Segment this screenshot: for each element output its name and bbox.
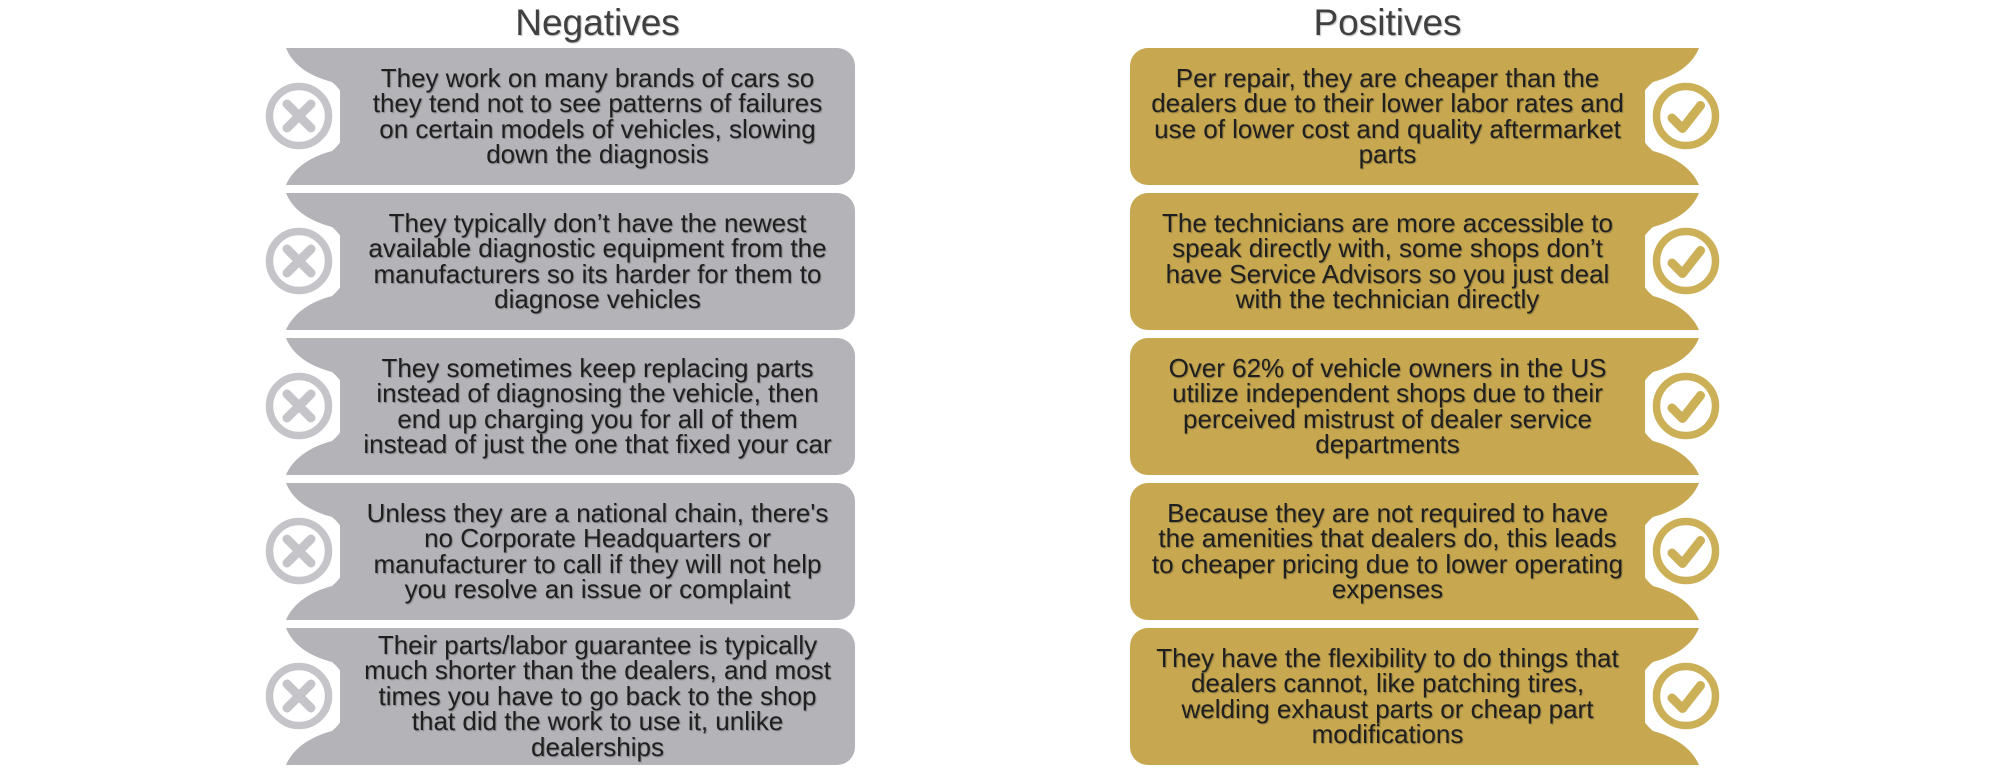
negative-item-4: Unless they are a national chain, there'… [265,483,855,620]
cross-icon [265,227,333,295]
positive-item-1: Per repair, they are cheaper than the de… [1130,48,1720,185]
negatives-title: Negatives [515,2,680,43]
check-icon [1652,517,1720,585]
negative-text: They work on many brands of cars so they… [340,48,855,185]
bubble-tail-shape [286,338,345,475]
check-icon [1652,372,1720,440]
negative-item-3: They sometimes keep replacing parts inst… [265,338,855,475]
positive-item-2: The technicians are more accessible to s… [1130,193,1720,330]
bubble-tail-shape [1640,193,1699,330]
positive-item-4: Because they are not required to have th… [1130,483,1720,620]
bubble-tail-shape [1640,628,1699,765]
positive-text: They have the flexibility to do things t… [1130,628,1645,765]
negative-text: Unless they are a national chain, there'… [340,483,855,620]
check-icon [1652,662,1720,730]
cross-icon [265,662,333,730]
cross-icon [265,82,333,150]
positives-column: Positives Per repair, they are cheaper t… [1130,0,1720,768]
bubble-tail-shape [1640,338,1699,475]
positive-text: Per repair, they are cheaper than the de… [1130,48,1645,185]
check-icon [1652,82,1720,150]
bubble-tail-shape [1640,483,1699,620]
negatives-column: Negatives They work on many brands of ca… [265,0,855,768]
bubble-tail-shape [286,483,345,620]
positive-text: Because they are not required to have th… [1130,483,1645,620]
positives-title: Positives [1313,2,1462,43]
positive-item-3: Over 62% of vehicle owners in the US uti… [1130,338,1720,475]
positive-text: The technicians are more accessible to s… [1130,193,1645,330]
bubble-tail-shape [286,628,345,765]
positive-item-5: They have the flexibility to do things t… [1130,628,1720,765]
bubble-tail-shape [1640,48,1699,185]
cross-icon [265,517,333,585]
bubble-tail-shape [286,48,345,185]
negative-item-2: They typically don’t have the newest ava… [265,193,855,330]
cross-icon [265,372,333,440]
check-icon [1652,227,1720,295]
negative-text: Their parts/labor guarantee is typically… [340,628,855,765]
positive-text: Over 62% of vehicle owners in the US uti… [1130,338,1645,475]
negative-item-5: Their parts/labor guarantee is typically… [265,628,855,765]
bubble-tail-shape [286,193,345,330]
negative-text: They sometimes keep replacing parts inst… [340,338,855,475]
negative-text: They typically don’t have the newest ava… [340,193,855,330]
negative-item-1: They work on many brands of cars so they… [265,48,855,185]
